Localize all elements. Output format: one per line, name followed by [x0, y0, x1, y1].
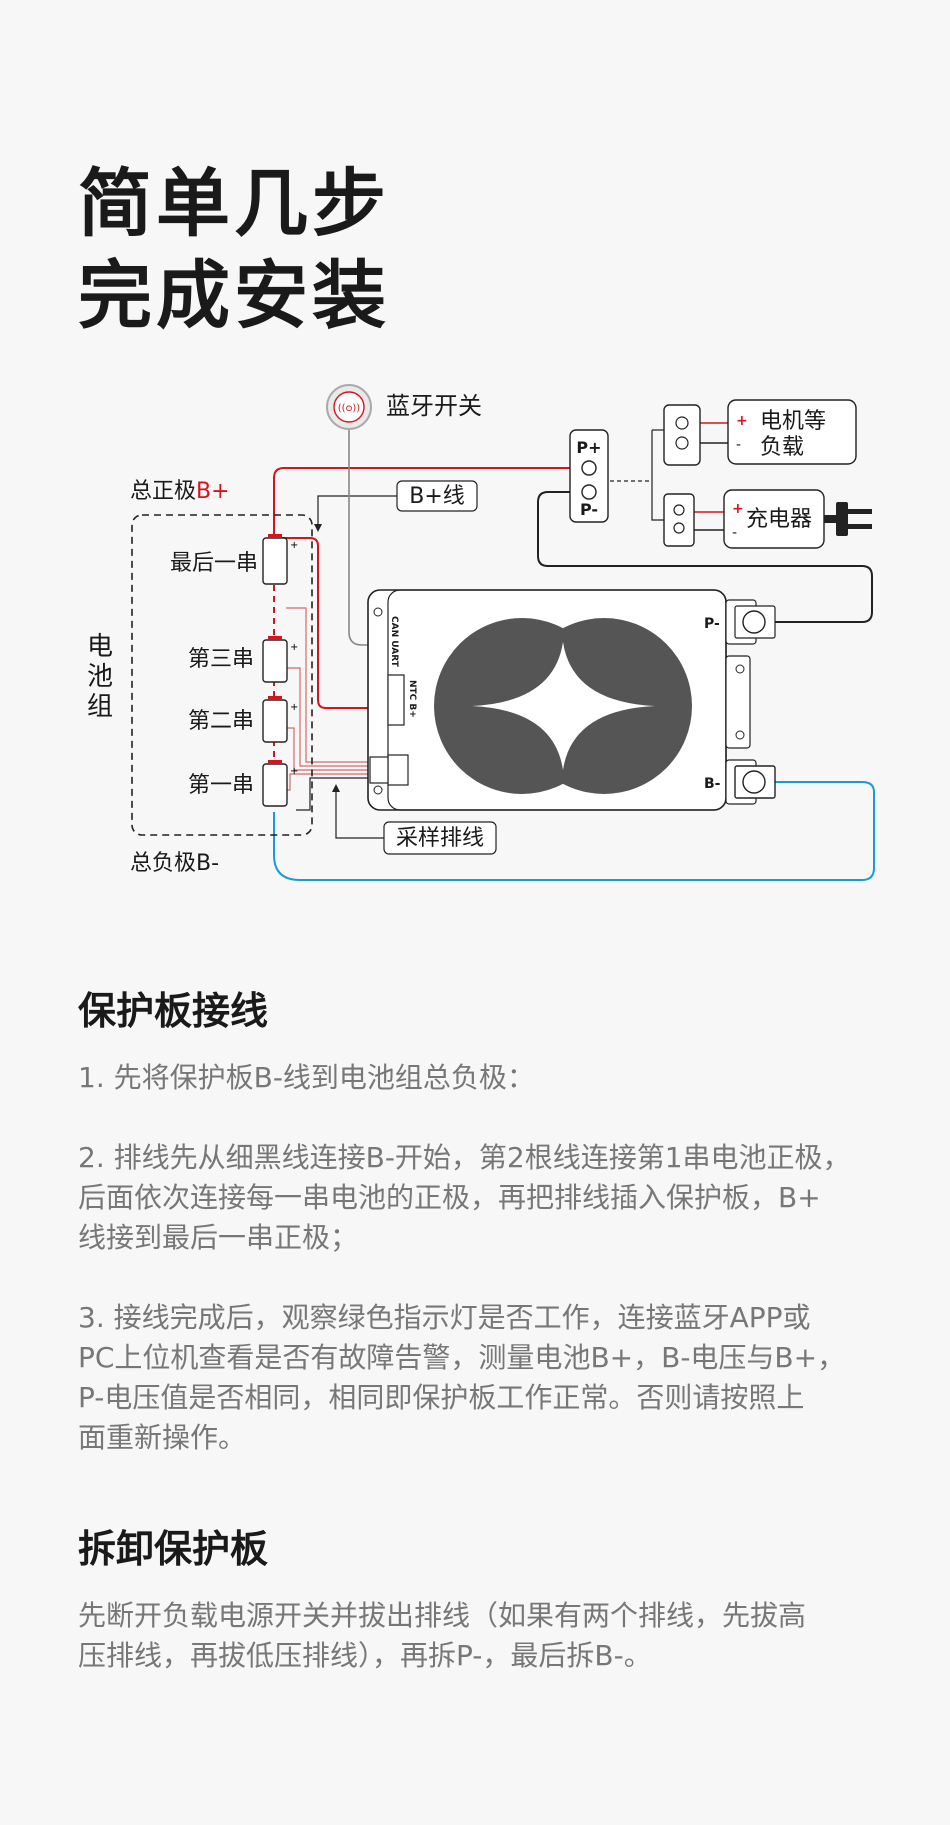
cell-third — [262, 636, 288, 683]
wiring-step-3-line-1: 3. 接线完成后，观察绿色指示灯是否工作，连接蓝牙APP或 — [78, 1301, 811, 1334]
wiring-step-2-line-2: 后面依次连接每一串电池的正极，再把排线插入保护板，B+ — [78, 1181, 821, 1214]
svg-text:+: + — [736, 413, 748, 429]
total-positive-label: 总正极 — [130, 479, 196, 504]
p-minus-label: P- — [580, 500, 598, 519]
red-b-plus-wire — [273, 467, 580, 540]
wiring-step-1: 1. 先将保护板B-线到电池组总负极： — [78, 1061, 535, 1094]
svg-text:+: + — [290, 540, 298, 551]
motor-load-line-2: 负载 — [760, 435, 804, 460]
ntc-b-plus-label: NTC B+ — [407, 680, 417, 718]
wiring-step-2-line-1: 2. 排线先从细黑线连接B-开始，第2根线连接第1串电池正极， — [78, 1141, 851, 1174]
plug-icon — [824, 502, 872, 536]
b-plus-wire-label: B+线 — [409, 484, 465, 509]
blue-b-minus-wire — [273, 781, 875, 881]
wiring-title: 保护板接线 — [78, 989, 269, 1033]
page-title: 简单几步 完成安装 — [78, 158, 390, 342]
board-p-minus-label: P- — [704, 616, 720, 632]
wiring-step-2-line-3: 线接到最后一串正极； — [78, 1221, 359, 1254]
wiring-step-3-line-2: PC上位机查看是否有故障告警，测量电池B+，B-电压与B+， — [78, 1341, 846, 1374]
bms-board — [367, 589, 776, 811]
removal-section: 拆卸保护板 先断开负载电源开关并拔出排线（如果有两个排线，先拔高 压排线，再拔低… — [78, 1524, 878, 1676]
cell-last-label: 最后一串 — [170, 551, 258, 576]
total-negative-label: 总负极B- — [130, 851, 219, 876]
cell-first — [262, 760, 288, 807]
red-wire-to-board — [280, 537, 395, 709]
wiring-step-3-line-4: 面重新操作。 — [78, 1421, 247, 1454]
svg-text:总正极B+: 总正极B+ — [130, 479, 230, 504]
battery-pack-char-3: 组 — [87, 692, 113, 722]
p-plus-label: P+ — [576, 438, 601, 457]
removal-title: 拆卸保护板 — [78, 1527, 269, 1571]
svg-text:+: + — [290, 642, 298, 653]
p-terminal-box — [569, 429, 609, 523]
wiring-diagram: + + + + ((ᴑ)) — [0, 360, 950, 920]
brand-logo-star — [472, 642, 655, 770]
removal-line-2: 压排线，再拔低压排线），再拆P-，最后拆B-。 — [78, 1639, 652, 1672]
svg-text:((ᴑ)): ((ᴑ)) — [338, 403, 361, 414]
battery-pack-char-2: 池 — [87, 662, 113, 692]
svg-text:+: + — [732, 501, 744, 517]
cell-first-label: 第一串 — [188, 773, 254, 798]
board-b-minus-label: B- — [704, 776, 721, 792]
cell-second-label: 第二串 — [188, 709, 254, 734]
wiring-section: 保护板接线 1. 先将保护板B-线到电池组总负极： 2. 排线先从细黑线连接B-… — [78, 986, 878, 1458]
charger-label: 充电器 — [746, 507, 812, 532]
removal-line-1: 先断开负载电源开关并拔出排线（如果有两个排线，先拔高 — [78, 1599, 807, 1632]
bluetooth-switch: ((ᴑ)) — [326, 384, 372, 430]
battery-pack-box — [131, 514, 313, 836]
svg-text:+: + — [290, 702, 298, 713]
b-plus-wire-box — [396, 480, 478, 512]
sampling-cable-box — [383, 821, 497, 855]
motor-load-line-1: 电机等 — [760, 409, 826, 434]
can-uart-label: CAN UART — [389, 616, 399, 668]
battery-pack-char-1: 电 — [87, 632, 113, 662]
svg-text:+: + — [290, 766, 298, 777]
wiring-step-3-line-3: P-电压值是否相同，相同即保护板工作正常。否则请按照上 — [78, 1381, 805, 1414]
sampling-cable-label: 采样排线 — [396, 826, 484, 851]
cell-last — [262, 534, 288, 585]
svg-text:-: - — [732, 525, 737, 541]
cell-second — [262, 696, 288, 743]
svg-text:-: - — [736, 437, 741, 453]
title-line-1: 简单几步 — [78, 161, 390, 247]
bluetooth-label: 蓝牙开关 — [386, 392, 482, 420]
title-line-2: 完成安装 — [78, 253, 390, 339]
motor-load-box — [727, 399, 857, 465]
cell-third-label: 第三串 — [188, 647, 254, 672]
